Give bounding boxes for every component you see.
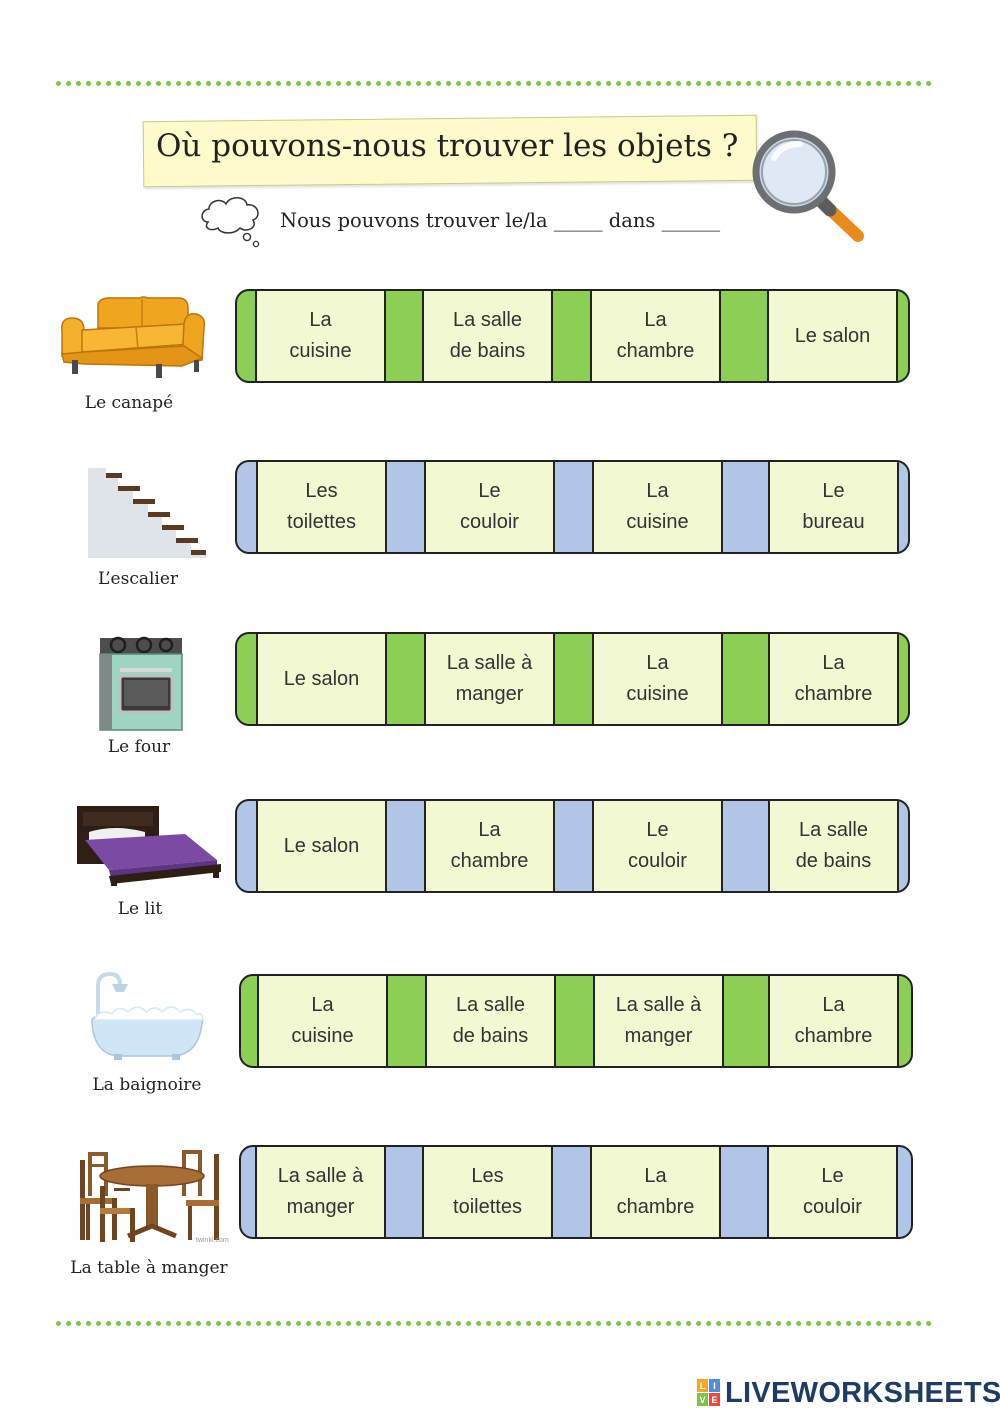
object-label-oven: Le four (107, 737, 171, 757)
object-label-sofa: Le canapé (84, 393, 174, 413)
choice-option[interactable]: La salle à manger (255, 1147, 386, 1237)
choice-option[interactable]: La chambre (768, 634, 899, 724)
top-dotted-divider (56, 81, 932, 86)
choice-option[interactable]: La cuisine (255, 291, 386, 381)
choice-option[interactable]: Le salon (767, 291, 898, 381)
svg-text:I: I (713, 1381, 716, 1391)
page-title: Où pouvons-nous trouver les objets ? (156, 128, 739, 164)
liveworksheets-logo-icon: L I V E (697, 1379, 720, 1406)
choice-option[interactable]: Le couloir (424, 462, 555, 552)
choice-strip-5: La cuisine La salle de bains La salle à … (239, 974, 913, 1068)
choice-option[interactable]: La cuisine (592, 462, 723, 552)
stairs-image (88, 468, 206, 558)
choice-strip-3: Le salon La salle à manger La cuisine La… (235, 632, 910, 726)
choice-option[interactable]: La salle de bains (425, 976, 556, 1066)
svg-text:L: L (700, 1381, 706, 1391)
choice-option[interactable]: La salle de bains (422, 291, 553, 381)
object-label-bathtub: La baignoire (92, 1075, 202, 1095)
choice-option[interactable]: La salle à manger (593, 976, 724, 1066)
choice-option[interactable]: La salle de bains (768, 801, 899, 891)
choice-option[interactable]: La chambre (590, 1147, 721, 1237)
choice-option[interactable]: Les toilettes (422, 1147, 553, 1237)
bed-image (77, 806, 221, 886)
magnifying-glass-icon (752, 130, 864, 242)
choice-option[interactable]: Le couloir (767, 1147, 898, 1237)
choice-strip-4: Le salon La chambre Le couloir La salle … (235, 799, 910, 893)
choice-strip-2: Les toilettes Le couloir La cuisine Le b… (235, 460, 910, 554)
object-label-stairs: L’escalier (97, 569, 179, 589)
liveworksheets-brand: L I V E LIVEWORKSHEETS (697, 1376, 1000, 1409)
thought-cloud-icon (201, 197, 260, 248)
sofa-image (60, 296, 206, 378)
choice-option[interactable]: Les toilettes (256, 462, 387, 552)
choice-option[interactable]: Le bureau (768, 462, 899, 552)
svg-text:V: V (699, 1395, 705, 1405)
choice-option[interactable]: La chambre (424, 801, 555, 891)
bottom-dotted-divider (56, 1321, 932, 1326)
choice-option[interactable]: La salle à manger (424, 634, 555, 724)
sentence-template: Nous pouvons trouver le/la _____ dans __… (280, 209, 721, 232)
choice-strip-6: La salle à manger Les toilettes La chamb… (239, 1145, 913, 1239)
choice-option[interactable]: Le salon (256, 801, 387, 891)
choice-option[interactable]: Le couloir (592, 801, 723, 891)
choice-option[interactable]: La chambre (768, 976, 899, 1066)
choice-option[interactable]: La chambre (590, 291, 721, 381)
choice-strip-1: La cuisine La salle de bains La chambre … (235, 289, 910, 383)
image-credit: twinkl.com (196, 1237, 229, 1244)
choice-option[interactable]: La cuisine (257, 976, 388, 1066)
object-label-dining-table: La table à manger (70, 1258, 228, 1278)
dining-table-image: twinkl.com (80, 1150, 229, 1244)
object-label-bed: Le lit (117, 899, 163, 919)
choice-option[interactable]: La cuisine (592, 634, 723, 724)
oven-image (99, 636, 183, 731)
svg-text:E: E (711, 1395, 717, 1405)
choice-option[interactable]: Le salon (256, 634, 387, 724)
bathtub-image (91, 971, 204, 1060)
brand-name: LIVEWORKSHEETS (725, 1376, 1000, 1409)
